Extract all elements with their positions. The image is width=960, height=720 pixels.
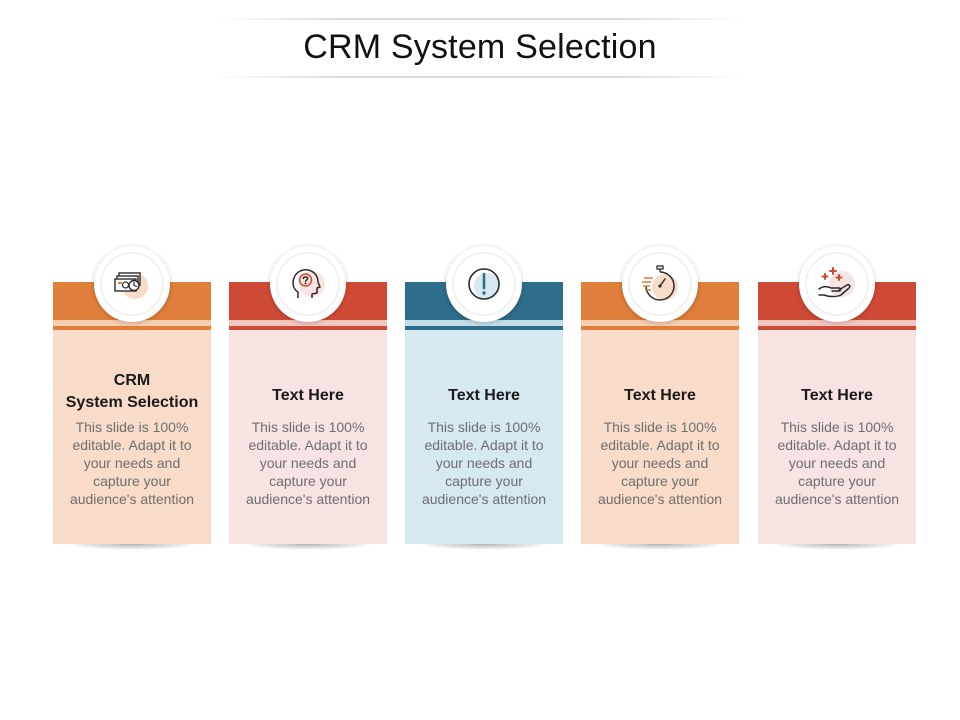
title-area: CRM System Selection	[215, 18, 745, 78]
card-4: Text Here This slide is 100% editable. A…	[581, 246, 739, 550]
card-body	[229, 330, 387, 544]
card-heading: Text Here	[624, 387, 696, 404]
card-heading: Text Here	[801, 387, 873, 404]
card-icon-badge	[446, 246, 522, 322]
card-body	[405, 330, 563, 544]
card-body	[758, 330, 916, 544]
card-shadow	[770, 544, 904, 550]
card-stripe-accent	[581, 326, 739, 330]
card-shadow	[65, 544, 199, 550]
card-description: This slide is 100% editable. Adapt it to…	[597, 419, 723, 507]
exclamation-icon	[468, 268, 500, 300]
card-heading: CRM System Selection	[65, 372, 199, 411]
card-icon-badge	[94, 246, 170, 322]
card-icon-badge	[270, 246, 346, 322]
card-stripe	[53, 320, 211, 326]
card-3: Text Here This slide is 100% editable. A…	[405, 246, 563, 550]
card-heading: Text Here	[272, 387, 344, 404]
card-stripe-accent	[229, 326, 387, 330]
card-stripe-accent	[405, 326, 563, 330]
card-description: This slide is 100% editable. Adapt it to…	[774, 419, 900, 507]
card-shadow	[241, 544, 375, 550]
stopwatch-icon	[642, 265, 678, 301]
card-stripe	[758, 320, 916, 326]
card-stripe-accent	[53, 326, 211, 330]
title-divider-bottom	[215, 76, 745, 78]
card-1: CRM System Selection This slide is 100% …	[53, 246, 211, 550]
money-clock-icon	[114, 272, 148, 299]
card-stripe-accent	[758, 326, 916, 330]
card-description: This slide is 100% editable. Adapt it to…	[421, 419, 547, 507]
slide-title: CRM System Selection	[303, 28, 657, 66]
hand-plus-icon	[818, 267, 855, 298]
card-body	[581, 330, 739, 544]
card-description: This slide is 100% editable. Adapt it to…	[245, 419, 371, 507]
card-stripe	[405, 320, 563, 326]
card-shadow	[593, 544, 727, 550]
card-heading: Text Here	[448, 387, 520, 404]
card-body	[53, 330, 211, 544]
card-stripe	[229, 320, 387, 326]
card-icon-badge	[622, 246, 698, 322]
card-shadow	[417, 544, 551, 550]
card-icon-badge	[799, 246, 875, 322]
card-description: This slide is 100% editable. Adapt it to…	[69, 419, 195, 507]
head-question-icon	[292, 269, 325, 298]
card-5: Text Here This slide is 100% editable. A…	[758, 246, 916, 550]
title-divider-top	[215, 18, 745, 20]
card-2: Text Here This slide is 100% editable. A…	[229, 246, 387, 550]
card-stripe	[581, 320, 739, 326]
